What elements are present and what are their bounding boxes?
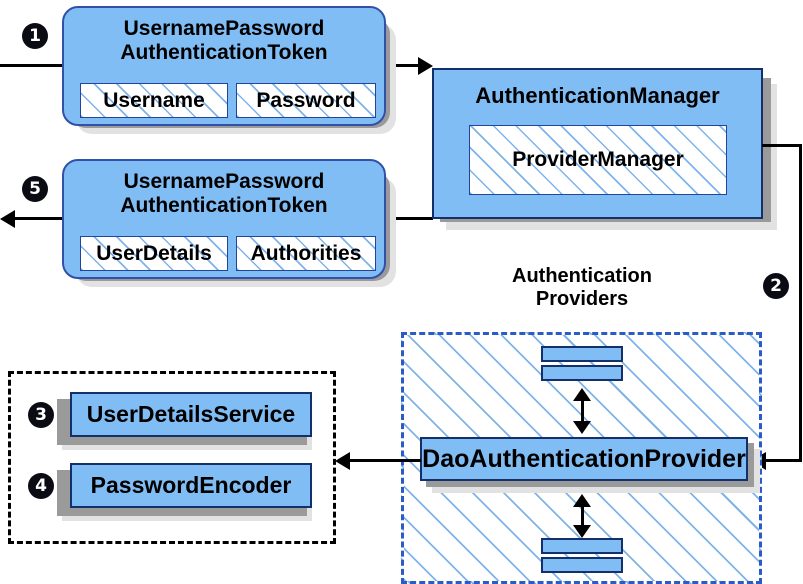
- request-token-title: UsernamePassword AuthenticationToken: [64, 17, 384, 64]
- response-token-title-line1: UsernamePassword: [123, 170, 325, 193]
- authentication-providers-title-line1: Authentication: [512, 265, 652, 287]
- passwordencoder-box[interactable]: PasswordEncoder: [70, 463, 312, 508]
- manager-to-token-line: [383, 217, 433, 220]
- request-token-field-password-label: Password: [256, 88, 356, 112]
- step-marker-1: 1: [22, 23, 48, 49]
- userdetailsservice-box[interactable]: UserDetailsService: [70, 392, 312, 437]
- response-token-title: UsernamePassword AuthenticationToken: [64, 170, 384, 217]
- other-provider-bar-bottom-2: [541, 557, 623, 573]
- response-token-field-userdetails-label: UserDetails: [96, 241, 212, 265]
- provider-link-bottom-line: [581, 498, 584, 526]
- dependencies-container: [8, 371, 336, 544]
- step-marker-2: 2: [763, 273, 789, 299]
- response-token-box[interactable]: UsernamePassword AuthenticationToken Use…: [62, 159, 386, 279]
- outgoing-response-arrowhead: [0, 210, 15, 228]
- other-provider-bar-bottom-1: [541, 538, 623, 554]
- authentication-providers-title-line2: Providers: [535, 288, 629, 310]
- step-marker-5: 5: [22, 176, 48, 202]
- provider-link-bottom-arrow-down: [573, 525, 591, 538]
- provider-to-dependencies-line: [349, 459, 421, 462]
- token-to-manager-arrowhead: [418, 57, 433, 75]
- step-marker-4: 4: [28, 473, 54, 499]
- response-token-title-line2: AuthenticationToken: [120, 193, 328, 217]
- manager-to-provider-hline-top: [762, 144, 802, 147]
- userdetailsservice-label: UserDetailsService: [86, 401, 296, 427]
- response-token-field-authorities: Authorities: [236, 236, 376, 271]
- authentication-providers-title: Authentication Providers: [470, 265, 694, 311]
- dao-authentication-provider-box[interactable]: DaoAuthenticationProvider: [420, 437, 748, 481]
- request-token-title-line1: UsernamePassword: [123, 17, 325, 40]
- manager-to-provider-hline-bottom: [765, 459, 802, 462]
- token-to-manager-line: [383, 64, 425, 67]
- other-provider-bar-top-2: [541, 365, 623, 381]
- request-token-field-password: Password: [236, 83, 376, 118]
- provider-to-dependencies-arrowhead: [335, 452, 350, 470]
- step-marker-3: 3: [28, 402, 54, 428]
- manager-to-provider-vline: [799, 144, 802, 462]
- request-token-field-username: Username: [80, 83, 228, 118]
- request-token-box[interactable]: UsernamePassword AuthenticationToken Use…: [62, 6, 386, 126]
- provider-link-top-arrow-down: [573, 421, 591, 434]
- response-token-field-authorities-label: Authorities: [250, 241, 362, 265]
- other-provider-bar-top-1: [541, 346, 623, 362]
- provider-manager-label: ProviderManager: [512, 148, 684, 171]
- passwordencoder-label: PasswordEncoder: [90, 472, 292, 498]
- request-token-title-line2: AuthenticationToken: [120, 40, 328, 64]
- provider-link-top-line: [581, 392, 584, 422]
- provider-manager-box: ProviderManager: [469, 125, 727, 195]
- dao-authentication-provider-label: DaoAuthenticationProvider: [422, 444, 746, 473]
- authentication-manager-box[interactable]: AuthenticationManager ProviderManager: [432, 68, 763, 219]
- authentication-manager-label: AuthenticationManager: [475, 83, 720, 108]
- response-token-field-userdetails: UserDetails: [80, 236, 228, 271]
- request-token-field-username-label: Username: [103, 88, 205, 112]
